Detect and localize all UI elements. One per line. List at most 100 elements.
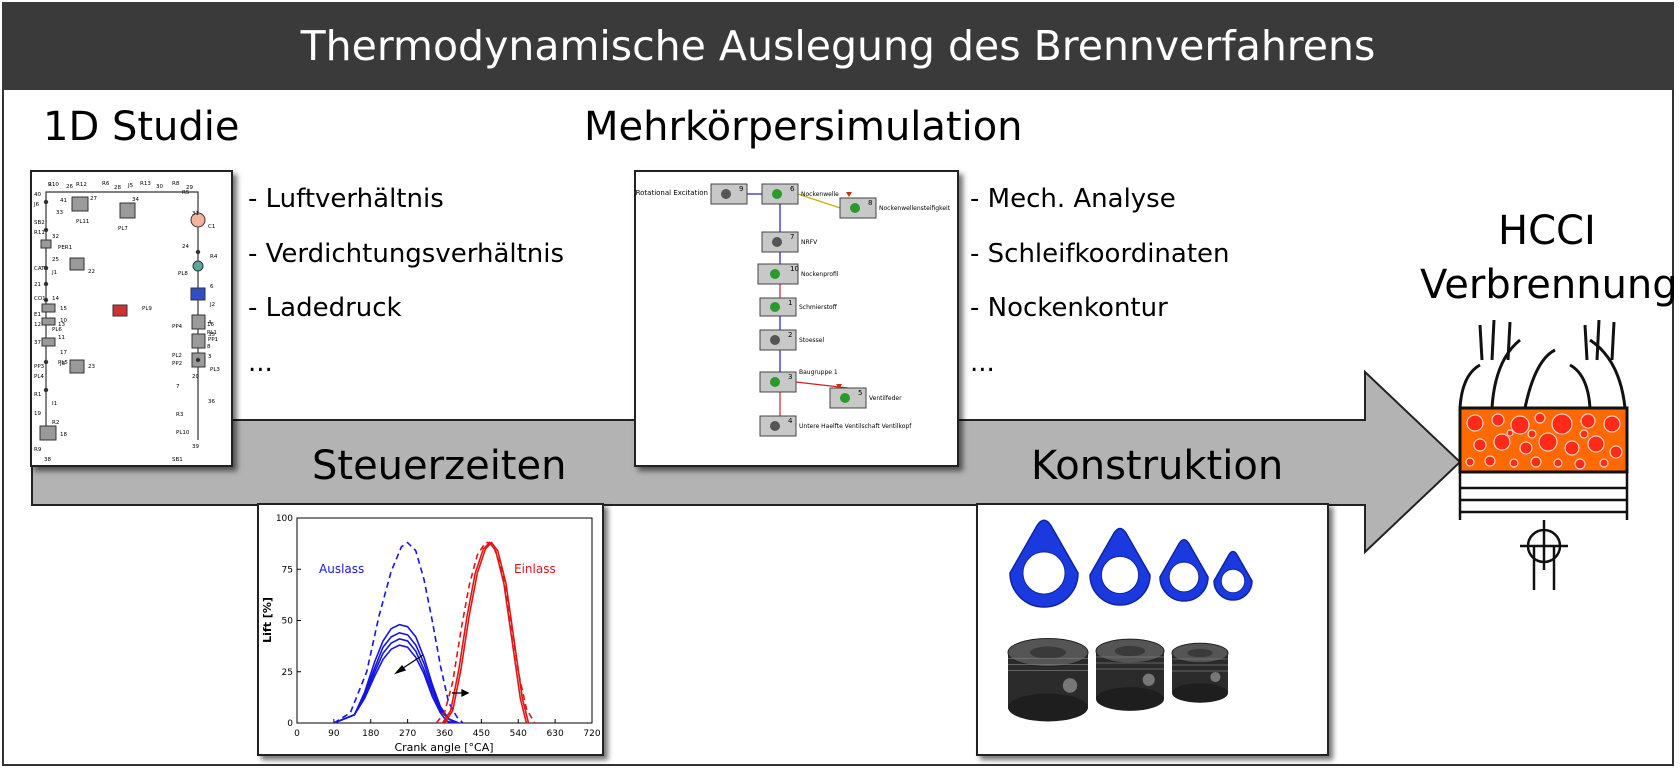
x-tick-label: 630 — [547, 729, 564, 739]
flame-kernel — [1551, 413, 1573, 435]
schematic-label: 34 — [132, 197, 139, 203]
series-line-4 — [333, 644, 453, 724]
schematic-label: R13 — [140, 181, 151, 187]
flame-kernel — [1509, 458, 1519, 468]
mbs-block-icon — [770, 335, 780, 345]
junction-dot — [195, 357, 201, 363]
schematic-label: PL2 — [172, 353, 182, 359]
y-axis-label: Lift [%] — [261, 597, 274, 643]
flame-kernel — [1491, 413, 1505, 427]
x-tick-label: 540 — [510, 729, 527, 739]
schematic-label: 39 — [192, 444, 199, 450]
junction-dot — [43, 227, 49, 233]
compressor-icon — [190, 212, 206, 228]
schematic-label: R11 — [34, 230, 45, 236]
mbs-block-icon — [840, 393, 850, 403]
mbs-block-number: 7 — [790, 233, 794, 241]
series-line-0 — [333, 541, 464, 724]
mbs-block-number: 4 — [788, 417, 793, 425]
mbs-block-number: 1 — [788, 299, 792, 307]
mbs-block-label: Nockenprofil — [801, 271, 839, 278]
x-tick-label: 90 — [328, 729, 340, 739]
arrow-head — [461, 688, 470, 698]
schematic-label: E1 — [34, 312, 41, 318]
y-tick-label: 50 — [282, 617, 294, 627]
schematic-label: R2 — [52, 420, 59, 426]
junction-dot — [43, 199, 49, 205]
flame-kernel — [1609, 445, 1623, 459]
schematic-label: 23 — [88, 364, 95, 370]
arrow-head — [393, 664, 407, 675]
schematic-label: 31 — [192, 211, 199, 217]
junction-dot — [43, 265, 49, 271]
schematic-label: R10 — [48, 182, 59, 188]
flame-kernel — [1574, 458, 1586, 470]
bullets-mbs: - Mech. Analyse - Schleifkoordinaten - N… — [970, 172, 1230, 390]
flame-kernel — [1484, 455, 1496, 467]
schematic-label: PL6 — [52, 327, 62, 333]
schematic-label: PL5 — [58, 360, 68, 366]
schematic-label: 28 — [114, 185, 121, 191]
schematic-label: 13 — [58, 322, 65, 328]
schematic-label: CO1 — [34, 296, 46, 302]
schematic-label: 30 — [156, 184, 163, 190]
cam-plate-bore — [1220, 568, 1246, 594]
bullet-item: - Verdichtungsverhältnis — [248, 238, 565, 269]
piston-pin-hole — [1142, 673, 1155, 686]
schematic-label: PL7 — [118, 226, 128, 232]
bullet-item: ... — [248, 347, 273, 378]
mbs-block-label: Nockenwelle — [801, 191, 839, 198]
schematic-label: PL3 — [210, 367, 220, 373]
mbs-block-number: 5 — [858, 389, 862, 397]
x-tick-label: 0 — [294, 729, 300, 739]
mbs-block-number: 3 — [788, 373, 792, 381]
y-tick-label: 25 — [282, 668, 293, 678]
mbs-block-number: 10 — [790, 265, 799, 273]
schematic-label: 27 — [90, 196, 97, 202]
annotation-einlass: Einlass — [514, 562, 556, 576]
mbs-block-icon — [772, 189, 782, 199]
y-tick-label: 0 — [287, 719, 293, 729]
x-axis-label: Crank angle [°CA] — [394, 741, 493, 754]
schematic-label: 20 — [192, 374, 199, 380]
piston-bowl — [1187, 648, 1213, 658]
flame-kernel — [1603, 415, 1621, 433]
schematic-label: R1 — [34, 392, 41, 398]
plenum-box — [39, 425, 57, 441]
schematic-label: PL4 — [34, 374, 44, 380]
schematic-label: 24 — [182, 244, 189, 250]
plenum-box — [41, 303, 56, 313]
schematic-label: 33 — [56, 210, 63, 216]
flame-kernel — [1493, 433, 1511, 451]
exhaust-port-line — [1589, 338, 1627, 409]
mbs-block-label: Baugruppe 1 — [799, 369, 838, 376]
section-hcci-line1: HCCI — [1498, 208, 1596, 254]
bullet-item: - Mech. Analyse — [970, 184, 1176, 214]
schematic-label: PP1 — [208, 337, 218, 343]
injector-line — [1523, 348, 1556, 409]
schematic-label: 15 — [60, 306, 67, 312]
flame-kernel — [1564, 440, 1580, 456]
mbs-block-icon — [721, 189, 731, 199]
mbs-block-number: 8 — [868, 199, 872, 207]
x-tick-label: 180 — [362, 729, 379, 739]
piston-skirt — [1008, 693, 1088, 722]
schematic-label: 32 — [52, 234, 59, 240]
schematic-label: PL11 — [76, 219, 89, 225]
mbs-block-label: Rotational Excitation — [636, 189, 708, 197]
mbs-block-number: 9 — [739, 185, 743, 193]
schematic-label: R9 — [34, 447, 42, 453]
piston-pin-hole — [1062, 678, 1078, 693]
mbs-block-label: NRFV — [801, 239, 818, 246]
cam-plate-bore — [1022, 551, 1066, 595]
catalyst-icon — [192, 260, 204, 272]
schematic-label: 26 — [66, 184, 73, 190]
schematic-label: 16 — [207, 322, 214, 328]
schematic-label: SB1 — [172, 457, 183, 463]
mbs-block-label: Stoessel — [799, 337, 824, 344]
junction-dot — [43, 281, 49, 287]
